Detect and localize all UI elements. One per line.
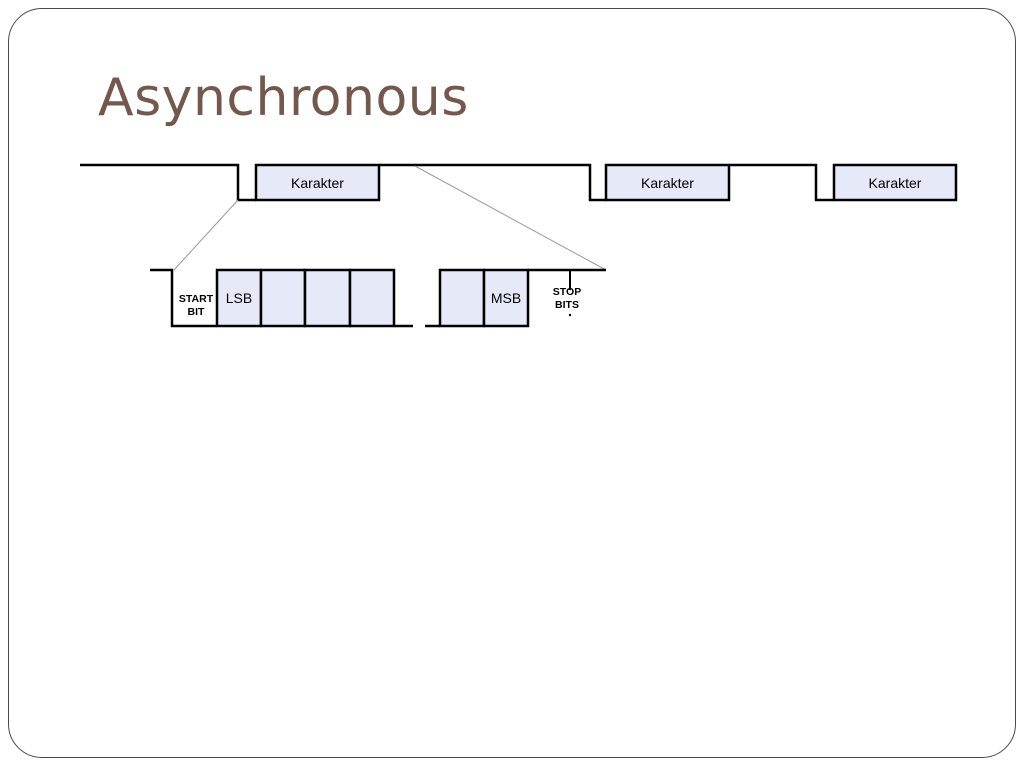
character-frame-1: Karakter: [254, 163, 381, 202]
stop-bits-label-line1: STOP: [553, 286, 581, 298]
stop-bits-label-line2: BITS: [555, 299, 579, 311]
start-bit-label-line1: START: [179, 293, 214, 305]
character-frame-3: Karakter: [832, 163, 958, 202]
bit-cell: [348, 268, 396, 328]
zoom-guide-left: [173, 199, 239, 271]
bit-cell-msb: [482, 268, 530, 328]
top-signal-waveform: [80, 163, 834, 202]
slide-title: Asynchronous: [98, 68, 469, 128]
lsb-label: LSB: [226, 290, 252, 306]
character-frame-2: Karakter: [604, 163, 731, 202]
character-label-3: Karakter: [869, 175, 922, 191]
bit-cell-lsb: [215, 268, 263, 328]
start-bit-label-line2: BIT: [188, 306, 206, 318]
character-label-2: Karakter: [641, 175, 694, 191]
data-bits-left: [215, 268, 396, 328]
bit-cell: [303, 268, 352, 328]
bit-cell: [438, 268, 486, 328]
stop-bits-dot: [568, 313, 572, 317]
zoom-guide-right: [414, 165, 607, 271]
detail-signal-waveform: [150, 268, 606, 328]
bit-cell: [259, 268, 307, 328]
slide-frame: [8, 8, 1016, 758]
data-bits-right: [438, 268, 530, 328]
character-label-1: Karakter: [291, 175, 344, 191]
msb-label: MSB: [491, 290, 521, 306]
